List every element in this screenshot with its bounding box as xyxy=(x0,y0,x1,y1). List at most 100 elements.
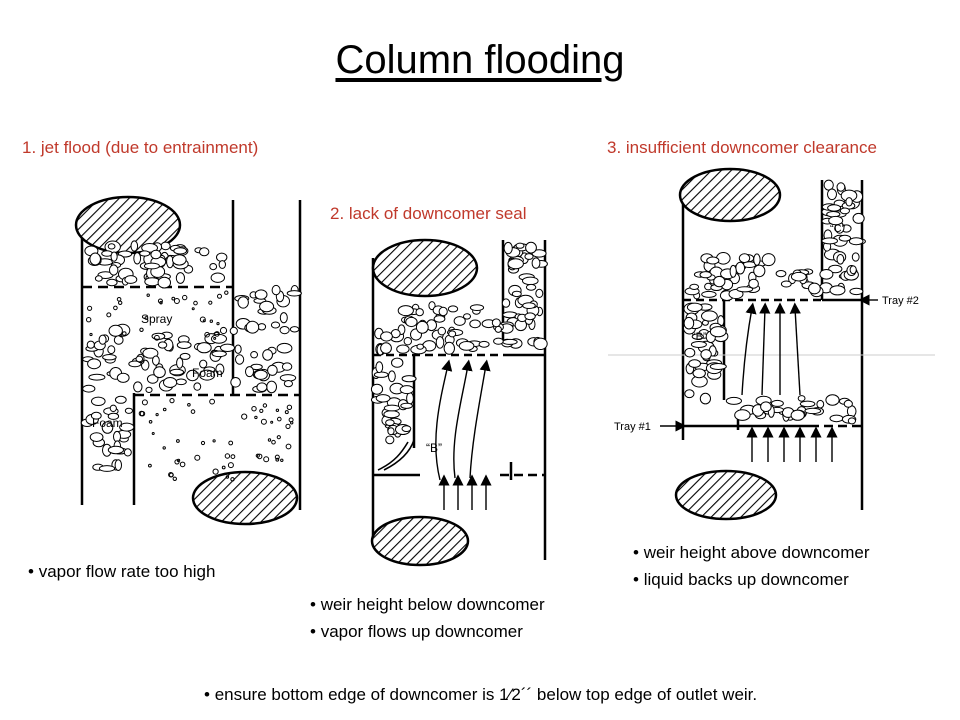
froth-bubble xyxy=(491,318,501,328)
froth-bubble xyxy=(279,312,288,324)
froth-bubble xyxy=(761,253,776,267)
froth-bubble xyxy=(256,382,268,393)
froth-bubble xyxy=(808,282,821,295)
froth-bubble xyxy=(133,381,143,393)
spray-droplet xyxy=(146,293,150,297)
panel-3-vapor-arrows xyxy=(660,294,878,462)
froth-bubble xyxy=(535,288,544,298)
froth-bubble xyxy=(153,366,166,379)
panel-3-label-tray1: Tray #1 xyxy=(614,421,651,433)
froth-bubble xyxy=(139,250,151,257)
froth-bubble xyxy=(276,342,293,354)
froth-bubble xyxy=(199,369,216,381)
froth-bubble xyxy=(511,290,522,298)
froth-bubble xyxy=(90,411,102,420)
spray-droplet xyxy=(230,454,236,460)
spray-droplet xyxy=(230,477,235,482)
spray-droplet xyxy=(225,475,230,479)
froth-bubble xyxy=(415,320,429,334)
spray-droplet xyxy=(194,454,201,461)
froth-bubble xyxy=(709,363,727,370)
spray-droplet xyxy=(118,300,123,305)
froth-bubble xyxy=(160,241,171,251)
froth-bubble xyxy=(525,283,537,291)
panel-2-top-obstruction xyxy=(371,238,479,298)
spray-droplet xyxy=(285,423,291,429)
spray-droplet xyxy=(176,439,180,443)
panel-1-heading: 1. jet flood (due to entrainment) xyxy=(22,138,259,157)
froth-bubble xyxy=(133,252,142,265)
froth-bubble xyxy=(503,241,513,255)
froth-bubble xyxy=(821,237,839,245)
froth-bubble xyxy=(469,319,481,329)
froth-bubble xyxy=(435,336,445,349)
froth-bubble xyxy=(172,254,187,266)
spray-droplet xyxy=(263,456,270,463)
spray-droplet xyxy=(162,446,166,450)
froth-bubble xyxy=(463,313,471,320)
froth-bubble xyxy=(150,249,162,260)
froth-bubble xyxy=(385,435,395,445)
froth-bubble xyxy=(790,409,805,421)
spray-droplet xyxy=(259,408,264,413)
froth-bubble xyxy=(144,277,161,287)
froth-bubble xyxy=(725,396,743,405)
froth-bubble xyxy=(211,350,227,358)
froth-bubble xyxy=(245,366,254,378)
froth-bubble xyxy=(525,241,537,254)
spray-droplet xyxy=(151,432,155,435)
spray-droplet xyxy=(154,334,160,341)
froth-bubble xyxy=(289,326,300,333)
panel-3-bullet: weir height above downcomer xyxy=(633,539,870,566)
spray-droplet xyxy=(89,332,93,337)
froth-bubble xyxy=(94,275,103,282)
froth-bubble xyxy=(522,276,539,286)
spray-droplet xyxy=(193,300,198,306)
froth-bubble xyxy=(848,237,864,246)
panel-2-froth xyxy=(370,241,548,445)
froth-bubble xyxy=(447,305,459,313)
froth-bubble xyxy=(113,335,124,345)
froth-bubble xyxy=(193,382,202,391)
page-title: Column flooding xyxy=(335,38,625,82)
froth-bubble xyxy=(175,272,185,284)
froth-bubble xyxy=(234,344,242,354)
panel-2-bottom-obstruction xyxy=(370,515,470,567)
froth-bubble xyxy=(692,368,706,379)
froth-bubble xyxy=(515,242,525,249)
panel-3-bullet: liquid backs up downcomer xyxy=(633,566,870,593)
froth-bubble xyxy=(845,197,853,207)
froth-bubble xyxy=(683,316,695,330)
froth-bubble xyxy=(700,349,712,360)
froth-bubble xyxy=(406,392,414,405)
froth-bubble xyxy=(684,389,695,399)
froth-bubble xyxy=(684,347,696,358)
spray-droplet xyxy=(286,404,293,410)
spray-droplet xyxy=(227,462,234,469)
froth-bubble xyxy=(416,343,425,350)
froth-bubble xyxy=(254,289,268,300)
froth-bubble xyxy=(829,285,846,296)
spray-droplet xyxy=(148,463,152,468)
froth-bubble xyxy=(152,355,160,366)
froth-bubble xyxy=(266,380,278,394)
froth-bubble xyxy=(87,358,102,370)
froth-bubble xyxy=(531,257,541,269)
froth-bubble xyxy=(157,276,172,289)
froth-bubble xyxy=(799,400,816,408)
spray-droplet xyxy=(171,296,176,301)
froth-bubble xyxy=(107,412,120,420)
spray-droplet xyxy=(179,461,186,468)
froth-bubble xyxy=(124,275,138,284)
froth-bubble xyxy=(262,349,274,361)
froth-bubble xyxy=(109,264,119,276)
spray-droplet xyxy=(270,420,274,424)
froth-bubble xyxy=(849,287,864,296)
froth-bubble xyxy=(199,247,210,257)
froth-bubble xyxy=(852,212,865,224)
spray-droplet xyxy=(221,465,226,470)
spray-droplet xyxy=(280,458,284,462)
froth-bubble xyxy=(437,326,446,336)
spray-droplet xyxy=(155,413,159,417)
spray-droplet xyxy=(148,420,153,424)
